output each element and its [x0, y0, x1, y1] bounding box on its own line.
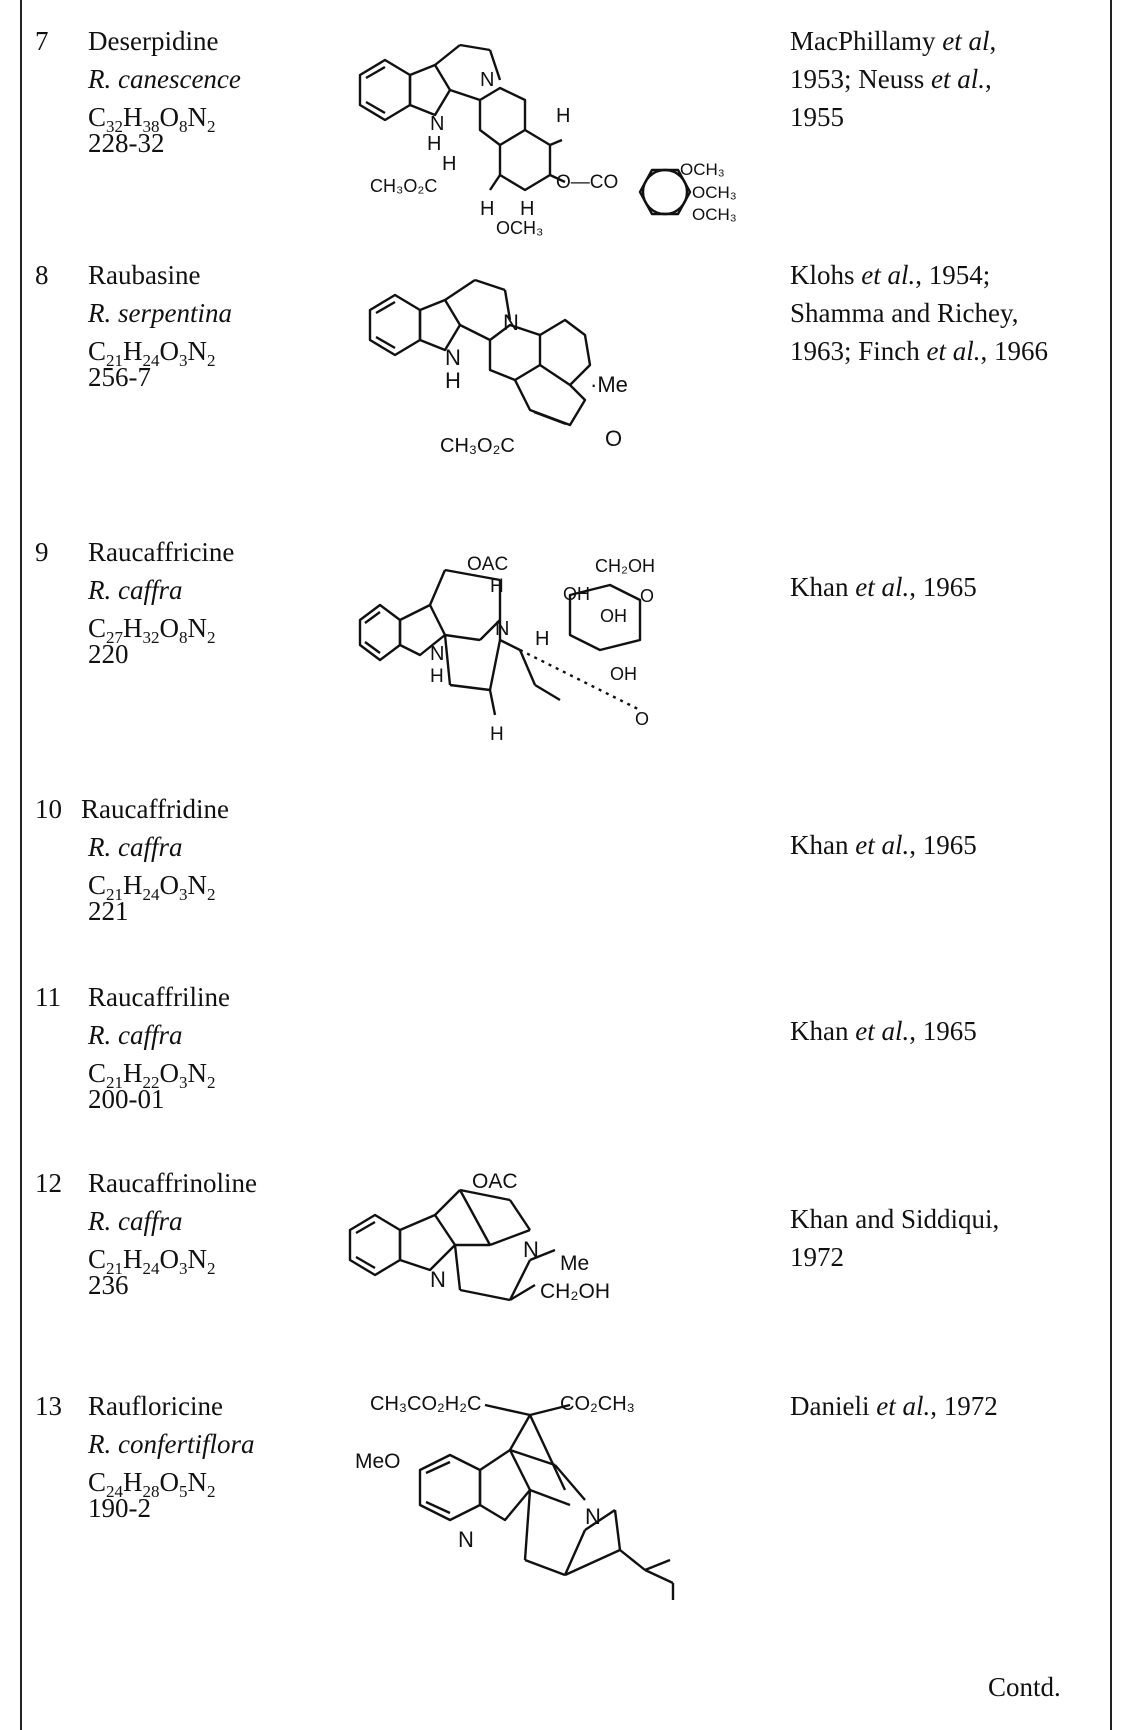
- entry-number: 8: [35, 260, 49, 290]
- molecular-formula: C24H28O5N2: [88, 1467, 216, 1501]
- compound-name: Raubasine: [88, 260, 201, 290]
- entry-number: 13: [35, 1391, 62, 1421]
- svg-text:O—CO: O—CO: [556, 172, 618, 193]
- svg-text:H: H: [442, 153, 456, 175]
- species-name: R. canescence: [88, 64, 241, 94]
- svg-text:OAC: OAC: [472, 1170, 518, 1193]
- svg-text:N: N: [480, 69, 494, 91]
- svg-text:OH: OH: [610, 664, 637, 684]
- svg-text:N: N: [523, 1237, 539, 1262]
- svg-text:N: N: [430, 643, 444, 665]
- svg-text:OH: OH: [563, 584, 590, 604]
- svg-text:N: N: [458, 1527, 474, 1552]
- molecular-formula: C21H24O3N2: [88, 1244, 216, 1278]
- svg-text:H: H: [480, 198, 494, 220]
- melting-point: 221: [88, 896, 129, 926]
- svg-text:H: H: [445, 368, 461, 393]
- reference-11: Khan et al., 1965: [790, 1016, 977, 1046]
- entry-number: 10: [35, 794, 62, 824]
- svg-text:CH₂OH: CH₂OH: [595, 556, 655, 576]
- species-name: R. confertiflora: [88, 1429, 255, 1459]
- reference-8: Klohs et al., 1954; Shamma and Richey, 1…: [790, 260, 1049, 366]
- melting-point: 200-01: [88, 1084, 165, 1114]
- entry-number: 9: [35, 537, 49, 567]
- svg-text:CH₃O₂C: CH₃O₂C: [370, 176, 437, 196]
- svg-text:O: O: [635, 709, 649, 729]
- structure-raucaffricine: OAC H N H N H H CH₂OH OH OH OH O O: [358, 554, 655, 745]
- svg-text:H: H: [556, 105, 570, 127]
- molecular-formula: C32H38O8N2: [88, 102, 216, 136]
- svg-text:Me: Me: [560, 1252, 589, 1275]
- reference-7: MacPhillamy et al, 1953; Neuss et al., 1…: [790, 26, 997, 132]
- svg-text:OCH₃: OCH₃: [680, 160, 725, 179]
- svg-text:H: H: [490, 576, 504, 597]
- svg-text:O: O: [640, 586, 654, 606]
- svg-text:CH₃CO₂H₂C: CH₃CO₂H₂C: [370, 1393, 481, 1415]
- svg-text:OCH₃: OCH₃: [496, 218, 543, 238]
- table-frame: [20, 0, 1112, 1730]
- melting-point: 220: [88, 639, 129, 669]
- svg-text:H: H: [490, 724, 504, 745]
- entry-number: 7: [35, 26, 49, 56]
- svg-text:H: H: [520, 198, 534, 220]
- svg-text:N: N: [430, 1267, 446, 1292]
- compound-name: Raucaffriline: [88, 982, 230, 1012]
- reference-9: Khan et al., 1965: [790, 572, 977, 602]
- structure-raucaffrinoline: OAC N N Me CH₂OH: [348, 1170, 610, 1303]
- entry-number: 12: [35, 1168, 62, 1198]
- molecular-formula: C21H22O3N2: [88, 1058, 216, 1092]
- species-name: R. caffra: [88, 1020, 183, 1050]
- melting-point: 190-2: [88, 1493, 151, 1523]
- continued-label: Contd.: [988, 1672, 1061, 1702]
- svg-text:·Me: ·Me: [590, 372, 628, 397]
- svg-text:H: H: [427, 133, 441, 155]
- structure-raubasine: N N H ·Me O CH₃O₂C: [368, 278, 628, 457]
- svg-text:CH₂OH: CH₂OH: [540, 1280, 610, 1303]
- svg-text:CH₃O₂C: CH₃O₂C: [440, 435, 515, 457]
- melting-point: 256-7: [88, 362, 151, 392]
- reference-13: Danieli et al., 1972: [790, 1391, 998, 1421]
- structure-deserpidine: N N H H H CH₃O₂C H H OCH₃ O—CO OCH₃ OCH₃…: [358, 43, 737, 238]
- reference-10: Khan et al., 1965: [790, 830, 977, 860]
- svg-text:CO₂CH₃: CO₂CH₃: [560, 1393, 635, 1415]
- svg-text:OAC: OAC: [467, 554, 508, 575]
- svg-text:OCH₃: OCH₃: [692, 183, 737, 202]
- molecular-formula: C21H24O3N2: [88, 336, 216, 370]
- molecular-formula: C27H32O8N2: [88, 613, 216, 647]
- compound-name: Raucaffricine: [88, 537, 235, 567]
- species-name: R. serpentina: [88, 298, 232, 328]
- svg-text:N: N: [585, 1504, 601, 1529]
- species-name: R. caffra: [88, 832, 183, 862]
- svg-text:MeO: MeO: [355, 1450, 401, 1473]
- species-name: R. caffra: [88, 575, 183, 605]
- svg-text:N: N: [430, 113, 444, 135]
- svg-text:N: N: [495, 618, 509, 640]
- reference-12: Khan and Siddiqui, 1972: [790, 1204, 1000, 1272]
- melting-point: 228-32: [88, 128, 165, 158]
- molecular-formula: C21H24O3N2: [88, 870, 216, 904]
- compound-name: Raufloricine: [88, 1391, 223, 1421]
- compound-name: Raucaffrinoline: [88, 1168, 257, 1198]
- compound-name: Deserpidine: [88, 26, 219, 56]
- svg-text:OCH₃: OCH₃: [692, 205, 737, 224]
- compound-name: Raucaffridine: [81, 794, 229, 824]
- melting-point: 236: [88, 1270, 129, 1300]
- structure-raufloricine: CH₃CO₂H₂C CO₂CH₃ MeO N N: [355, 1393, 675, 1600]
- species-name: R. caffra: [88, 1206, 183, 1236]
- svg-text:H: H: [535, 628, 549, 650]
- svg-text:N: N: [503, 310, 519, 335]
- svg-text:OH: OH: [600, 606, 627, 626]
- svg-text:N: N: [445, 345, 461, 370]
- svg-text:H: H: [430, 666, 444, 687]
- entry-number: 11: [35, 982, 61, 1012]
- svg-text:O: O: [605, 426, 622, 451]
